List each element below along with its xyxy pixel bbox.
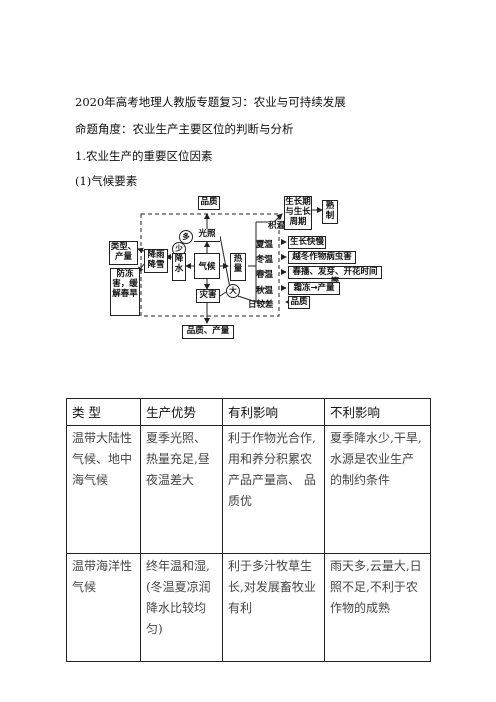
climate-type-table: 类 型 生产优势 有利影响 不利影响 温带大陆性气候、地中海气候 夏季光照、热量… bbox=[66, 398, 431, 662]
header-unfavorable: 不利影响 bbox=[324, 398, 431, 426]
table-cell: 终年温和湿,(冬温夏凉润降水比较均 匀) bbox=[140, 553, 223, 662]
section-heading: 1.农业生产的重要区位因素 bbox=[75, 149, 213, 163]
autumn-temp-label: 秋温 bbox=[256, 286, 274, 296]
table-cell: 利于作物光合作,用和养分积累农产品产量高、 品质优 bbox=[222, 425, 325, 554]
quality-output-box: 品质、产量 bbox=[182, 325, 234, 339]
heat-box: 热量 bbox=[230, 253, 246, 281]
subsection-heading: (1)气候要素 bbox=[75, 174, 138, 188]
header-favorable: 有利影响 bbox=[222, 398, 325, 426]
doc-title: 2020年高考地理人教版专题复习：农业与可持续发展 bbox=[75, 95, 346, 109]
quality-right-box: 品质 bbox=[288, 296, 310, 309]
spring-sowing-box: 春播、发芽、开花时间等 bbox=[288, 266, 382, 287]
water-box: 降水 bbox=[172, 253, 186, 281]
table-header-row: 类 型 生产优势 有利影响 不利影响 bbox=[66, 398, 431, 426]
frost-output-box: 霜冻→产量 bbox=[288, 282, 340, 295]
table-row: 温带大陆性气候、地中海气候 夏季光照、热量充足,昼夜温差大 利于作物光合作,用和… bbox=[66, 425, 431, 554]
header-type: 类 型 bbox=[66, 398, 141, 426]
dashed-boundary bbox=[140, 213, 280, 317]
table-row: 温带海洋性气候 终年温和湿,(冬温夏凉润降水比较均 匀) 利于多汁牧草生长,对发… bbox=[66, 553, 431, 662]
quality-top-box: 品质 bbox=[198, 196, 220, 210]
frost-relief-box: 防冻害，缓解春旱 bbox=[110, 268, 140, 316]
light-box: 光照 bbox=[194, 229, 220, 242]
type-output-box: 类型、产量 bbox=[109, 241, 138, 265]
table-cell: 夏季降水少,干旱,水源是农业生产的制约条件 bbox=[324, 425, 431, 554]
table-cell: 雨天多,云量大,日照不足,不利于农作物的成熟 bbox=[324, 553, 431, 662]
table-cell: 利于多汁牧草生长,对发展畜牧业有利 bbox=[222, 553, 325, 662]
header-advantage: 生产优势 bbox=[140, 398, 223, 426]
maturity-box: 熟制 bbox=[322, 200, 338, 224]
disaster-box: 灾害 bbox=[196, 289, 220, 303]
fast-growth-box: 生长快慢 bbox=[288, 236, 326, 249]
more-circle: 多 bbox=[179, 230, 193, 244]
growth-period-box: 生长期与生长周期 bbox=[284, 196, 312, 230]
winter-temp-label: 冬温 bbox=[256, 255, 274, 265]
accumulated-temp-label: 积温 bbox=[268, 221, 286, 231]
table-cell: 夏季光照、热量充足,昼夜温差大 bbox=[140, 425, 223, 554]
question-angle: 命题角度：农业生产主要区位的判断与分析 bbox=[75, 122, 294, 136]
diurnal-range-label: 日较差 bbox=[248, 300, 274, 310]
rain-snow-box: 降雨降雪 bbox=[144, 249, 168, 273]
table-cell: 温带大陆性气候、地中海气候 bbox=[66, 425, 141, 554]
spring-temp-label: 春温 bbox=[256, 270, 274, 280]
climate-factor-diagram: 品质 光照 多 少 类型、产量 降雨降雪 降水 气候 热量 灾害 防冻害，缓解春… bbox=[106, 192, 384, 342]
table-cell: 温带海洋性气候 bbox=[66, 553, 141, 662]
diagram-connectors bbox=[137, 207, 323, 324]
summer-temp-label: 夏温 bbox=[256, 240, 274, 250]
overwinter-pest-box: 越冬作物病虫害 bbox=[288, 251, 356, 264]
climate-box: 气候 bbox=[194, 253, 220, 279]
big-circle: 大 bbox=[226, 284, 240, 298]
